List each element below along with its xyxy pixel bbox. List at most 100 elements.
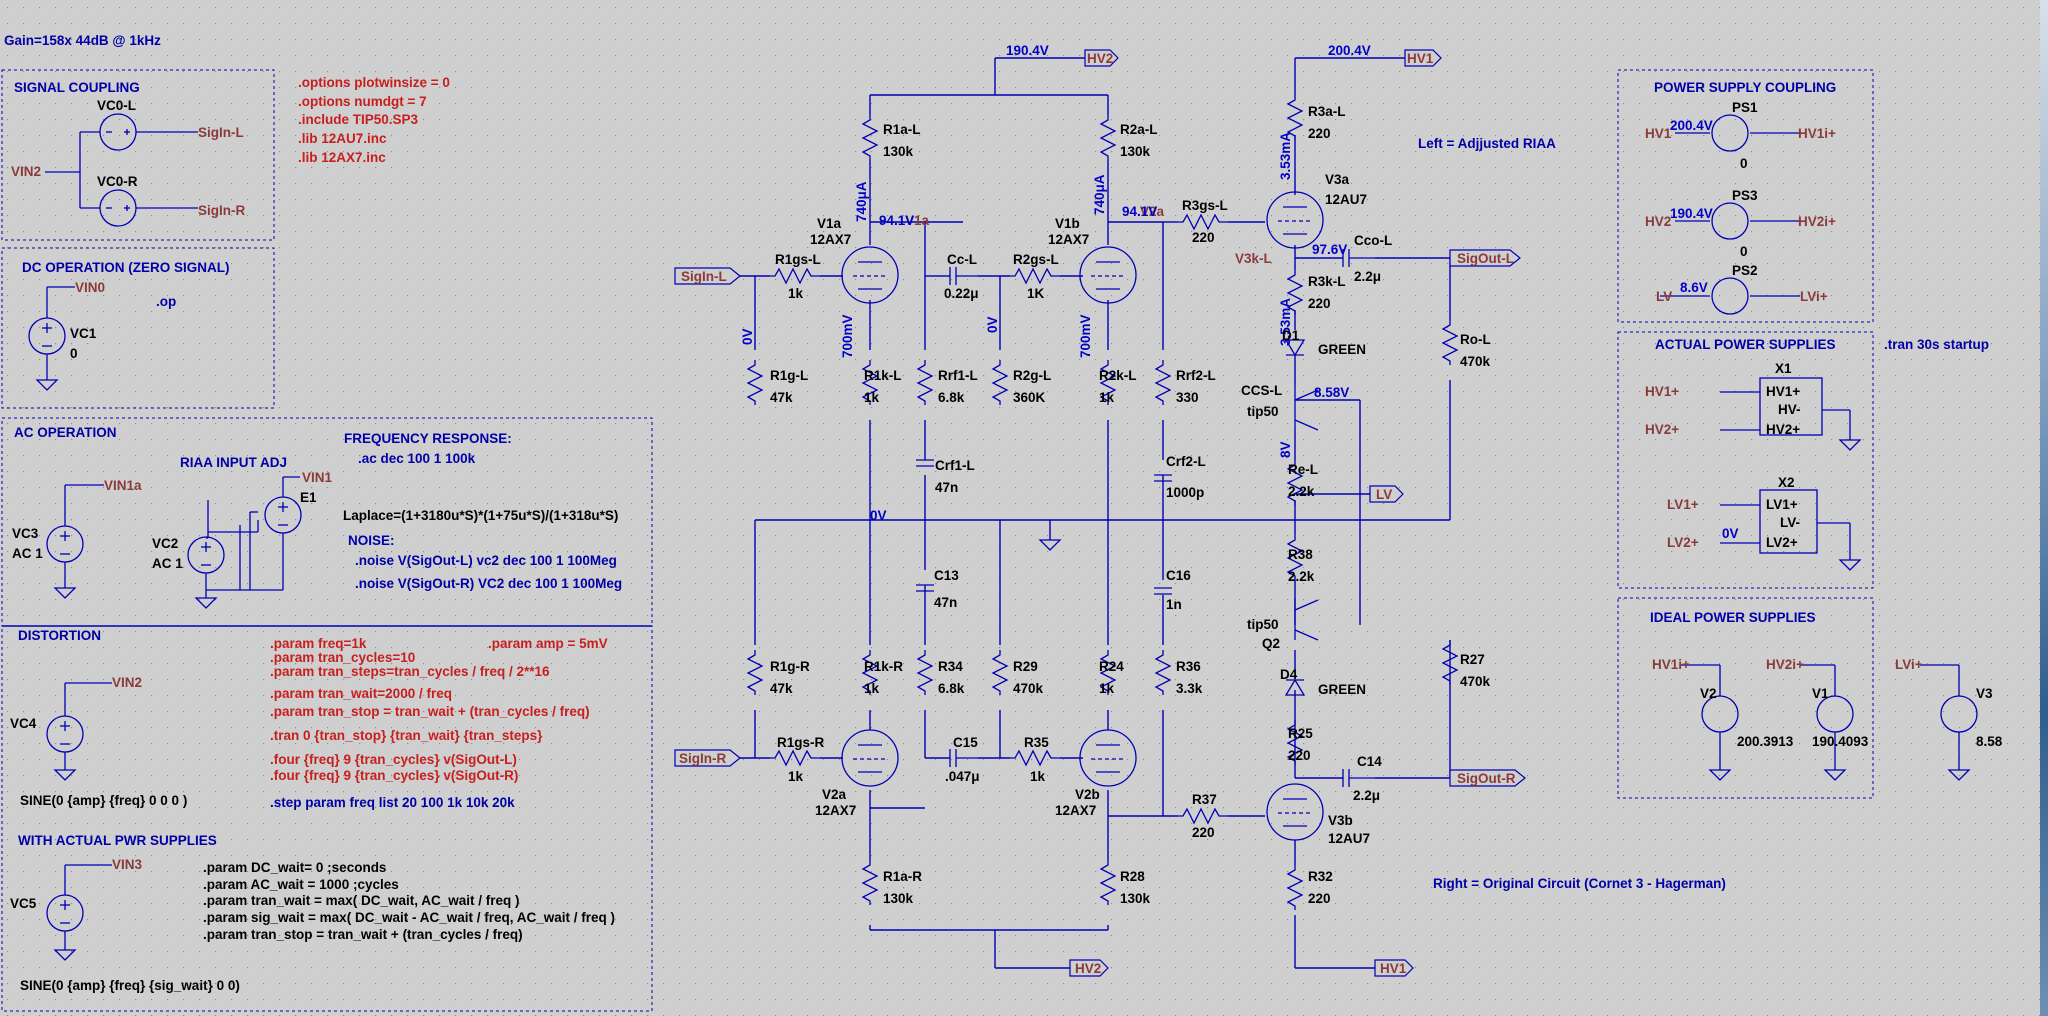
capacitors: [916, 249, 1375, 787]
label-t-r27: R27: [1460, 652, 1485, 667]
label-t-crf1l: Crf1-L: [935, 458, 975, 473]
net-tags: [674, 49, 1526, 977]
label-t-ccl: Cc-L: [947, 252, 977, 267]
label-t-vc1v: 0: [70, 346, 78, 361]
label-t-e1: E1: [300, 490, 317, 505]
label-t-sigin-l: SigIn-L: [681, 269, 727, 284]
label-t-v1b: V1b: [1055, 216, 1080, 231]
label-t-r34v: 6.8k: [938, 681, 965, 696]
tubes: [841, 191, 1324, 841]
label-t-iv3v: 8.58: [1976, 734, 2003, 749]
label-t-r2al: R2a-L: [1120, 122, 1158, 137]
gain-note: Gain=158x 44dB @ 1kHz: [4, 33, 161, 48]
label-t-lv: LV: [1376, 487, 1392, 502]
label-t-r1alv: 130k: [883, 144, 914, 159]
label-t-ps3volt: 190.4V: [1670, 206, 1713, 221]
label-t-hv1top: HV1: [1407, 51, 1434, 66]
label-t-v3a: V3a: [1325, 172, 1350, 187]
label-t-v941b: 94.1V: [1122, 204, 1157, 219]
label-t-sigin-r0: SigIn-R: [198, 203, 245, 218]
label-t-r1krv: 1k: [864, 681, 880, 696]
label-t-crf2lv: 1000p: [1166, 485, 1204, 500]
label-t-vc5: VC5: [10, 896, 37, 911]
label-t-v941a: 94.1V: [879, 213, 914, 228]
label-t-iv2: V2: [1700, 686, 1717, 701]
label-t-v1bm: 12AX7: [1048, 232, 1089, 247]
label-t-pwait: .param tran_wait=2000 / freq: [270, 686, 452, 701]
label-t-r2glv: 360K: [1013, 390, 1046, 405]
label-t-hv1bot: HV1: [1380, 961, 1407, 976]
label-t-hv1p-n: HV1+: [1645, 384, 1679, 399]
label-t-v3bm: 12AU7: [1328, 831, 1370, 846]
label-t-v200top: 200.4V: [1328, 43, 1371, 58]
label-t-r1gslv: 1k: [788, 286, 804, 301]
label-t-freqresp: FREQUENCY RESPONSE:: [344, 431, 512, 446]
label-t-x1p3: HV2+: [1766, 422, 1800, 437]
label-t-opt1: .options plotwinsize = 0: [298, 75, 450, 90]
label-t-vc3: VC3: [12, 526, 39, 541]
label-t-rrf2l: Rrf2-L: [1176, 368, 1216, 383]
label-t-v190top: 190.4V: [1006, 43, 1049, 58]
label-t-pamp: .param amp = 5mV: [488, 636, 608, 651]
dc-operation-title: DC OPERATION (ZERO SIGNAL): [22, 260, 230, 275]
label-t-tip50a: tip50: [1247, 404, 1279, 419]
with-pwr-title: WITH ACTUAL PWR SUPPLIES: [18, 833, 217, 848]
left-symbols: [28, 113, 302, 961]
label-t-c14: C14: [1357, 754, 1382, 769]
label-t-i740a: 740μA: [854, 181, 869, 222]
label-t-r37: R37: [1192, 792, 1217, 807]
label-t-ps1: PS1: [1732, 100, 1758, 115]
label-t-r1gsl: R1gs-L: [775, 252, 821, 267]
label-t-ihv2: HV2i+: [1766, 657, 1804, 672]
label-t-r2klv: 1k: [1099, 390, 1115, 405]
power-supply-symbols: [1660, 114, 1978, 770]
label-t-x1p1: HV1+: [1766, 384, 1800, 399]
ideal-ps-title: IDEAL POWER SUPPLIES: [1650, 610, 1816, 625]
label-t-hv2bot: HV2: [1075, 961, 1101, 976]
label-t-ihv1: HV1i+: [1652, 657, 1690, 672]
label-t-crf2l: Crf2-L: [1166, 454, 1206, 469]
label-t-iv1v: 190.4093: [1812, 734, 1869, 749]
label-t-v1bover: V2a: [1140, 204, 1165, 219]
label-t-vc2: VC2: [152, 536, 178, 551]
label-t-x2p3: LV2+: [1766, 535, 1798, 550]
label-t-r2alv: 130k: [1120, 144, 1151, 159]
label-t-c14v: 2.2μ: [1353, 788, 1380, 803]
label-t-q2: Q2: [1262, 636, 1280, 651]
label-t-ccsl: CCS-L: [1241, 383, 1282, 398]
label-t-step: .step param freq list 20 100 1k 10k 20k: [270, 795, 515, 810]
label-t-noise: NOISE:: [348, 533, 395, 548]
label-t-rel: Re-L: [1288, 462, 1318, 477]
label-t-r3alv: 220: [1308, 126, 1331, 141]
label-t-ps3v: 0: [1740, 244, 1748, 259]
label-t-psteps: .param tran_steps=tran_cycles / freq / 2…: [270, 664, 550, 679]
label-t-v976: 97.6V: [1312, 242, 1347, 257]
label-t-r36v: 3.3k: [1176, 681, 1203, 696]
label-t-vc0l: VC0-L: [97, 98, 136, 113]
label-t-vc3ac: AC 1: [12, 546, 43, 561]
label-t-vin1a: VIN1a: [104, 478, 142, 493]
resistors: [746, 95, 1459, 910]
label-t-d4c: GREEN: [1318, 682, 1366, 697]
label-t-crf1lv: 47n: [935, 480, 958, 495]
label-t-sigout-r: SigOut-R: [1457, 771, 1516, 786]
section-boxes: [1, 69, 1874, 1012]
label-t-tran30: .tran 30s startup: [1884, 337, 1989, 352]
label-t-x1p2: HV-: [1778, 402, 1801, 417]
signal-coupling-title: SIGNAL COUPLING: [14, 80, 140, 95]
label-t-rrf1l: Rrf1-L: [938, 368, 978, 383]
label-t-d4: D4: [1280, 667, 1298, 682]
label-t-four2: .four {freq} 9 {tran_cycles} v(SigOut-R): [270, 768, 518, 783]
label-t-c13v: 47n: [934, 595, 957, 610]
label-t-tranwait2: .param tran_wait = max( DC_wait, AC_wait…: [203, 893, 519, 908]
label-t-hv2a: HV2: [1645, 214, 1671, 229]
label-t-v1am: 12AX7: [810, 232, 851, 247]
label-t-r1klv: 1k: [864, 390, 880, 405]
label-t-acwait: .param AC_wait = 1000 ;cycles: [203, 877, 399, 892]
label-t-r1kl: R1k-L: [864, 368, 902, 383]
label-t-x2p2: LV-: [1780, 515, 1800, 530]
label-t-r2gsl: R2gs-L: [1013, 252, 1059, 267]
label-t-ccol: Cco-L: [1354, 233, 1392, 248]
label-t-sine1: SINE(0 {amp} {freq} 0 0 0 ): [20, 793, 187, 808]
label-t-vin3: VIN3: [112, 857, 143, 872]
